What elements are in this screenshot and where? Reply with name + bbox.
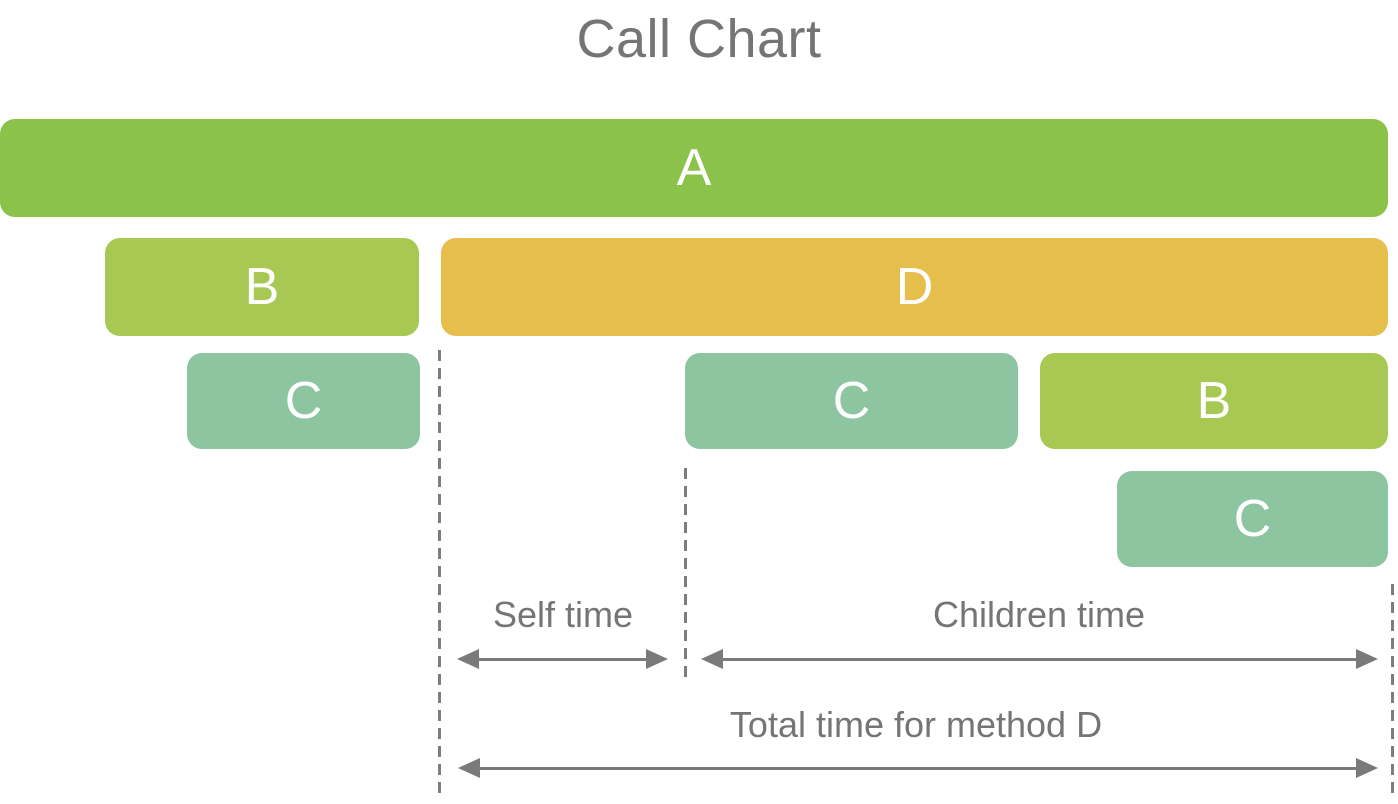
call-bar-d-row1: D — [441, 238, 1388, 336]
call-bar-b-row1: B — [105, 238, 419, 336]
call-bar-b-row2: B — [1040, 353, 1388, 449]
arrow-right-head-icon — [1356, 649, 1378, 669]
figure-title: Call Chart — [576, 9, 822, 69]
total-time-for-method-d-arrow — [458, 758, 1378, 778]
self-time-label: Self time — [492, 594, 634, 635]
dashed-guide-line-3 — [1391, 584, 1394, 793]
children-time-label: Children time — [932, 594, 1146, 635]
arrow-right-head-icon — [646, 649, 668, 669]
arrow-shaft — [464, 766, 1372, 770]
self-time-arrow — [457, 649, 668, 669]
call-bar-c-row3: C — [1117, 471, 1388, 567]
children-time-arrow — [701, 649, 1378, 669]
arrow-shaft — [463, 657, 662, 661]
dashed-guide-line-1 — [438, 350, 441, 793]
arrow-right-head-icon — [1356, 758, 1378, 778]
call-bar-c-row2: C — [187, 353, 420, 449]
arrow-shaft — [707, 657, 1372, 661]
total-time-for-method-d-label: Total time for method D — [729, 704, 1103, 745]
call-bar-a-row0: A — [0, 119, 1388, 217]
call-bar-c-row2: C — [685, 353, 1018, 449]
dashed-guide-line-2 — [684, 468, 687, 683]
